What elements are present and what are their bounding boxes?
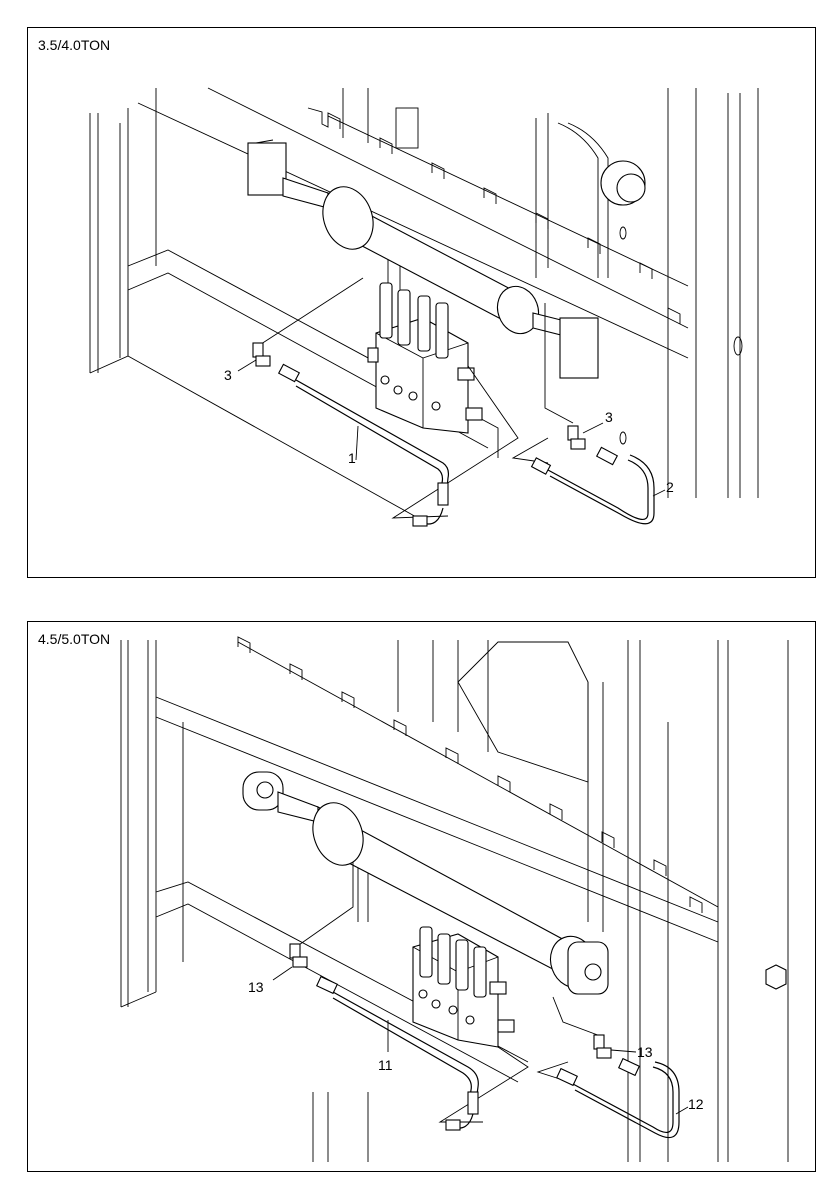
hydraulic-hose-diagram: 13 11 13 12 — [120, 636, 789, 1162]
elbow-fittings — [289, 943, 612, 1059]
callouts: 13 11 13 12 — [248, 966, 704, 1115]
hose-2 — [530, 446, 655, 525]
hose-1 — [277, 363, 450, 527]
control-valve — [367, 282, 483, 434]
hydraulic-cylinder — [242, 771, 609, 995]
hydraulic-hose-diagram: 3 1 3 2 — [89, 87, 759, 527]
callout-label: 11 — [378, 1057, 393, 1073]
panel-title: 4.5/5.0TON — [38, 631, 111, 647]
routing-leaders — [295, 862, 604, 1123]
elbow-fittings — [252, 342, 586, 450]
callout-label: 1 — [348, 450, 356, 466]
hose-11 — [315, 975, 479, 1131]
callouts: 3 1 3 2 — [224, 359, 674, 497]
callout-label: 3 — [224, 367, 232, 383]
diagram-panel-3-5-4-0-ton: 3.5/4.0TON — [27, 27, 816, 578]
hydraulic-cylinder — [247, 139, 599, 379]
panel-title: 3.5/4.0TON — [38, 37, 111, 53]
hose-12 — [555, 1057, 680, 1139]
fork-notches — [237, 636, 703, 913]
callout-label: 12 — [688, 1096, 704, 1112]
mast-frame — [89, 87, 759, 519]
mast-frame — [120, 636, 789, 1162]
callout-label: 2 — [666, 479, 674, 495]
callout-label: 13 — [637, 1044, 653, 1060]
control-valve — [412, 926, 515, 1048]
callout-label: 13 — [248, 979, 264, 995]
callout-label: 3 — [605, 409, 613, 425]
diagram-panel-4-5-5-0-ton: 4.5/5.0TON — [27, 621, 816, 1172]
